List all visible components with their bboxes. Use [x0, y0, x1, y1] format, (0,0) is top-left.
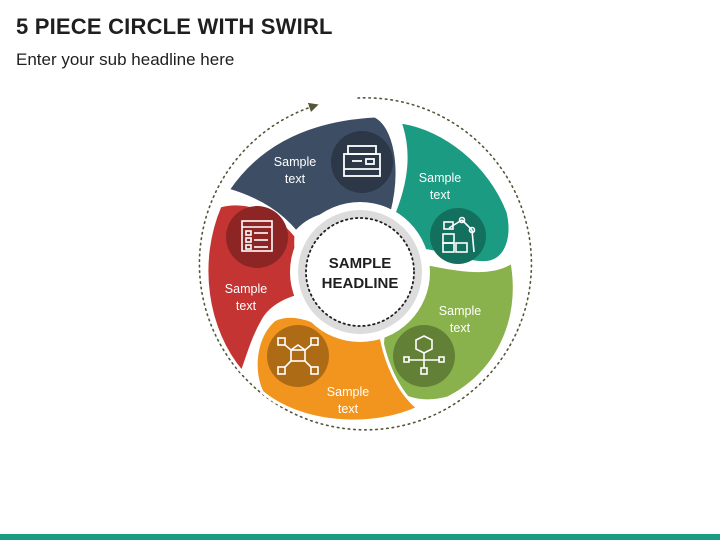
segment-5-label-line2: text	[236, 299, 257, 313]
center-dotted-ring	[305, 217, 415, 327]
printer-icon	[343, 145, 381, 177]
segment-2-label-line1: Sample	[419, 171, 461, 185]
segment-4-label-line1: Sample	[327, 385, 369, 399]
segment-4-label-line2: text	[338, 402, 359, 416]
center-headline-line1: SAMPLE	[329, 255, 392, 272]
segment-2-icon-circle	[430, 208, 486, 264]
box-network-icon	[277, 337, 319, 375]
segment-3-label-line2: text	[450, 321, 471, 335]
segment-4-icon-circle	[267, 325, 329, 387]
segment-1-label-line2: text	[285, 172, 306, 186]
segment-3-label-line1: Sample	[439, 304, 481, 318]
segment-4: Sample text	[254, 314, 421, 423]
checklist-icon	[241, 220, 273, 252]
segment-5-icon-circle	[226, 206, 288, 268]
robot-arm-icon	[442, 216, 476, 253]
cube-network-icon	[403, 335, 445, 375]
segment-1-label-line1: Sample	[274, 155, 316, 169]
segment-2: Sample text	[390, 120, 512, 265]
center-headline-line2: HEADLINE	[322, 275, 399, 292]
page-title: 5 PIECE CIRCLE WITH SWIRL	[16, 14, 333, 39]
segment-5: Sample text	[205, 202, 317, 375]
bottom-accent-bar	[0, 534, 720, 540]
center-headline: SAMPLE HEADLINE	[290, 202, 430, 342]
segment-1-icon-circle	[331, 131, 393, 193]
segment-5-label-line1: Sample	[225, 282, 267, 296]
segment-2-label-line2: text	[430, 188, 451, 202]
page-subtitle: Enter your sub headline here	[16, 50, 235, 69]
outer-dotted-ring	[198, 97, 533, 431]
